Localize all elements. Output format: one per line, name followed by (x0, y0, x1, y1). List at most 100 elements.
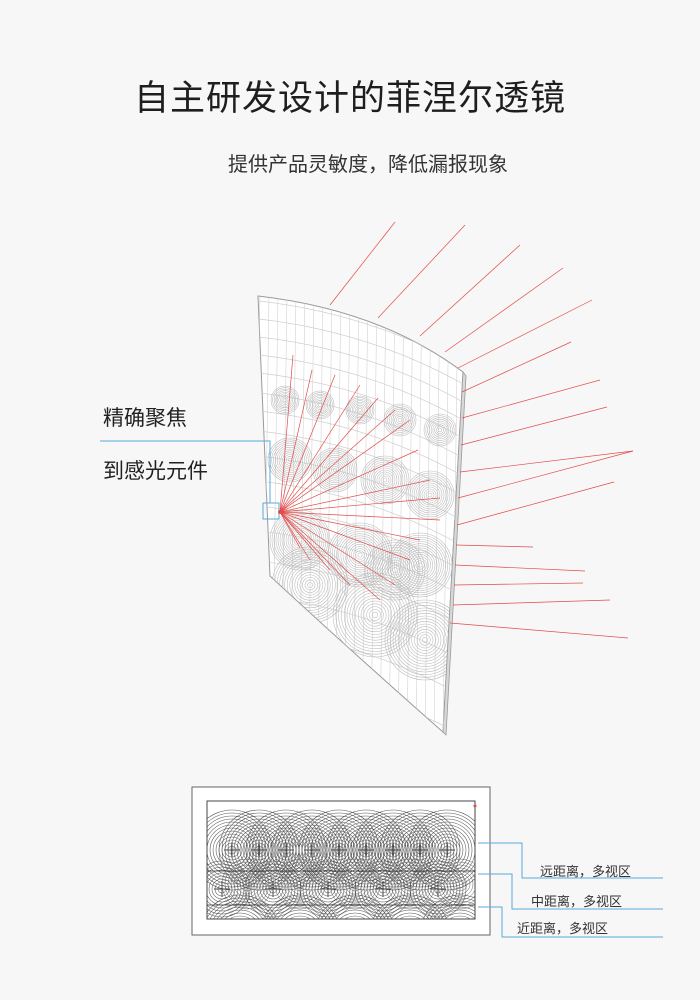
lens-ring (357, 597, 393, 633)
incoming-ray (377, 224, 466, 319)
panel-ring (207, 869, 242, 909)
focused-ray (279, 511, 411, 561)
panel-ring (390, 909, 430, 919)
focused-ray (279, 511, 421, 541)
panel-ring (418, 869, 458, 909)
panel-ring (207, 860, 251, 918)
panel-ring (426, 897, 475, 919)
focused-light-rays (279, 354, 441, 601)
lens-ring (342, 537, 378, 573)
incoming-ray (329, 221, 396, 306)
panel-ring (263, 894, 337, 919)
callout-leader-line (100, 440, 271, 503)
lens-ring (427, 417, 453, 443)
panel-ring (289, 873, 311, 895)
lens-ring (407, 472, 453, 518)
lens-ring (271, 441, 309, 479)
lens-ring (414, 629, 436, 651)
lens-ring (358, 408, 362, 412)
lens-ring (275, 390, 295, 410)
lens-band-line (258, 479, 463, 551)
lens-ring (272, 387, 298, 413)
lens-band-line (258, 335, 463, 407)
lens-ring (437, 427, 443, 433)
incoming-ray (456, 481, 615, 526)
panel-ring (393, 867, 427, 901)
panel-ring (403, 833, 437, 867)
lens-ring (338, 578, 412, 652)
panel-ring (373, 894, 447, 919)
panel-ring (229, 915, 251, 919)
panel-ring (440, 909, 475, 919)
lens-ring (307, 582, 313, 588)
lens-ring (313, 398, 327, 412)
lens-ring (318, 403, 322, 407)
incoming-ray (460, 406, 608, 446)
lens-ring (320, 455, 350, 485)
panel-ring (280, 909, 320, 919)
lens-ring (307, 392, 333, 418)
panel-ring (244, 860, 302, 918)
lens-ring (403, 618, 447, 662)
panel-ring (440, 864, 475, 904)
lens-grid-line (397, 296, 405, 732)
lens-ring (368, 463, 402, 497)
lens-band-line (258, 391, 463, 463)
lens-ring (377, 552, 413, 588)
lens-ring (389, 534, 451, 596)
lens-ring (387, 562, 403, 578)
lens-ring (353, 403, 367, 417)
panel-ring (239, 876, 255, 892)
lens-ring (308, 393, 332, 417)
lens-ring (394, 414, 406, 426)
incoming-ray (457, 299, 593, 369)
lens-ring (390, 410, 410, 430)
panel-ring (273, 903, 327, 919)
lens-ring (304, 579, 316, 591)
lens-ring (430, 420, 450, 440)
lens-ring (273, 443, 307, 477)
focused-ray (279, 511, 381, 601)
lens-ring (409, 474, 451, 516)
focused-ray (279, 511, 396, 586)
lens-ring (289, 564, 331, 606)
lens-ring (360, 600, 390, 630)
lens-band-line (258, 429, 463, 501)
panel-ring (236, 873, 258, 895)
panel-ring (376, 897, 444, 919)
panel-ring (322, 833, 356, 867)
lens-ring (273, 388, 297, 412)
lens-ring (422, 637, 428, 643)
panel-ring (354, 860, 412, 918)
panel-ring (436, 906, 475, 919)
incoming-ray (449, 622, 629, 639)
lens-ring (278, 393, 292, 407)
lens-ring (279, 519, 321, 561)
panel-ring (207, 897, 274, 919)
lens-ring (362, 457, 408, 503)
panel-ring (213, 903, 267, 919)
panel-ring (269, 900, 331, 919)
lens-ring (355, 550, 365, 560)
lens-ring (336, 531, 384, 579)
panel-ring (324, 900, 386, 919)
panel-ring (318, 894, 392, 919)
lens-ring (335, 575, 415, 655)
lens-ring (392, 567, 398, 573)
panel-ring (277, 861, 323, 907)
lens-ring (364, 459, 406, 501)
panel-ring (363, 869, 403, 909)
lens-ring (367, 542, 423, 598)
lens-ring (294, 569, 326, 601)
lens-ring (275, 445, 305, 475)
lens-ring (281, 396, 289, 404)
focused-ray (279, 449, 419, 513)
zone-leader-near (478, 906, 663, 938)
lens-ring (276, 391, 294, 409)
lens-ring (321, 456, 349, 484)
panel-ring (207, 863, 248, 915)
lens-ring (370, 465, 400, 495)
zone-label-mid: 中距离，多视区 (531, 895, 623, 910)
incoming-ray (461, 341, 572, 393)
